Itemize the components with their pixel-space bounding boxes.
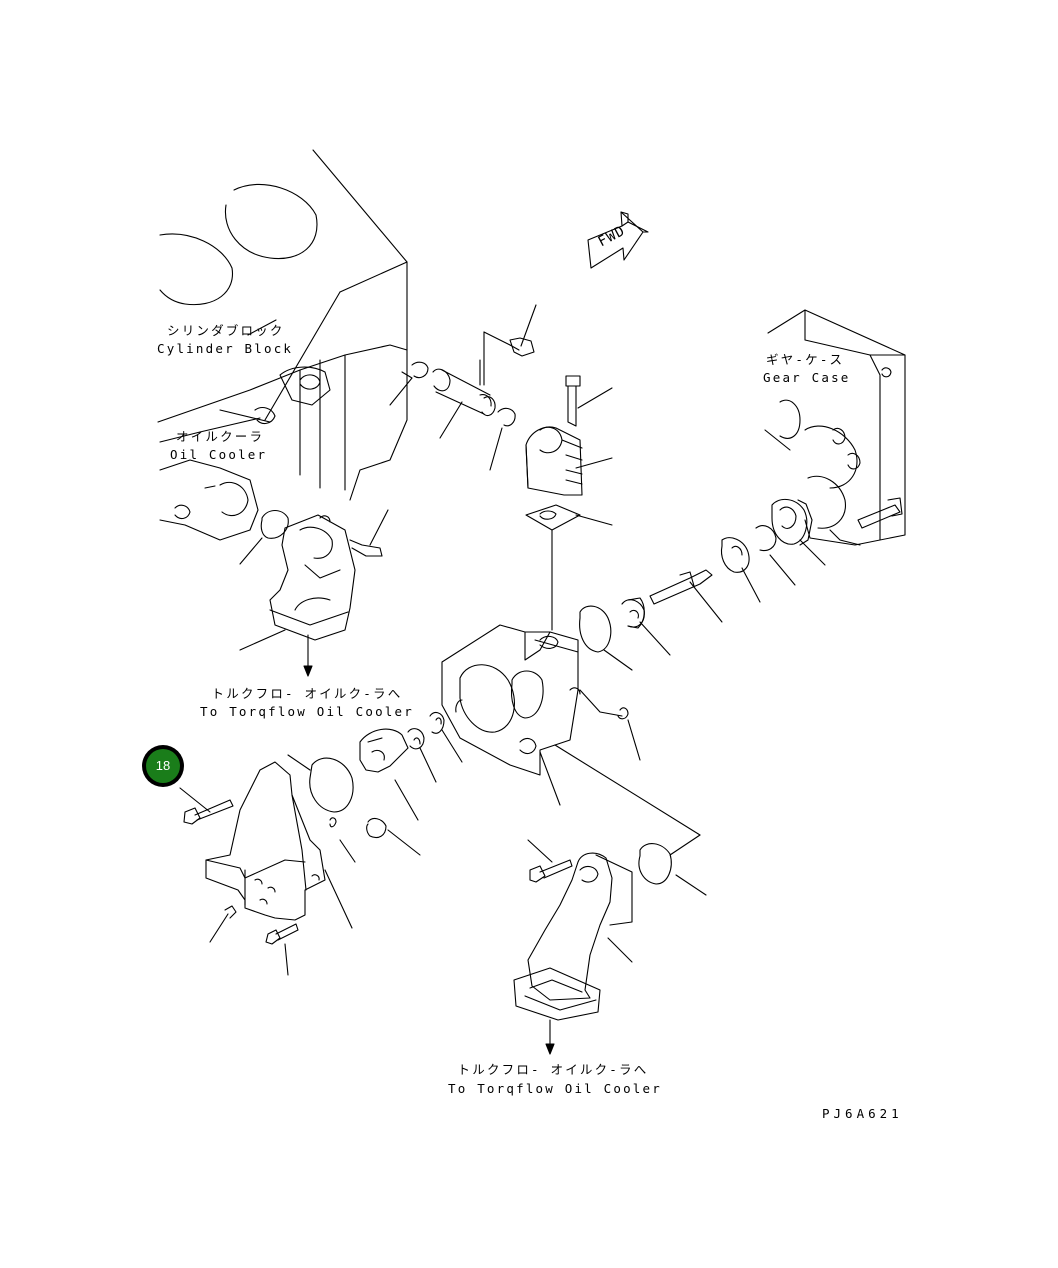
cover-bolts — [179, 787, 299, 976]
front-cover — [205, 754, 421, 929]
lower-elbow — [513, 834, 707, 1055]
cylinder-block-label-jp: シリンダブロック — [167, 323, 285, 338]
elbow-housing — [525, 375, 613, 631]
oil-cooler-elbow — [239, 509, 389, 677]
torqflow-label-2-jp: トルクフロ- オイルク-ラへ — [457, 1062, 649, 1077]
pump-housing — [441, 624, 701, 836]
callout-18[interactable]: 18 — [142, 745, 184, 787]
torqflow-label-1-en: To Torqflow Oil Cooler — [200, 704, 414, 719]
shaft-assembly — [579, 498, 826, 671]
bolt-top-center — [483, 304, 537, 386]
torqflow-label-1-jp: トルクフロ- オイルク-ラへ — [211, 686, 403, 701]
impeller-group — [359, 711, 463, 821]
fwd-arrow — [587, 211, 649, 269]
connector-tube — [389, 361, 516, 471]
cylinder-block-label-en: Cylinder Block — [157, 341, 294, 356]
callout-18-label: 18 — [146, 749, 180, 783]
cylinder-block — [157, 149, 408, 541]
oil-cooler-label-jp: オイルクーラ — [176, 429, 265, 444]
gear-case — [764, 309, 906, 546]
gear-case-label-jp: ギヤ-ケ-ス — [766, 352, 845, 367]
gear-case-label-en: Gear Case — [763, 370, 851, 385]
oil-cooler-label-en: Oil Cooler — [170, 447, 268, 462]
drawing-code: PJ6A621 — [822, 1106, 903, 1121]
leader-lines — [219, 291, 481, 423]
torqflow-label-2-en: To Torqflow Oil Cooler — [448, 1081, 662, 1096]
